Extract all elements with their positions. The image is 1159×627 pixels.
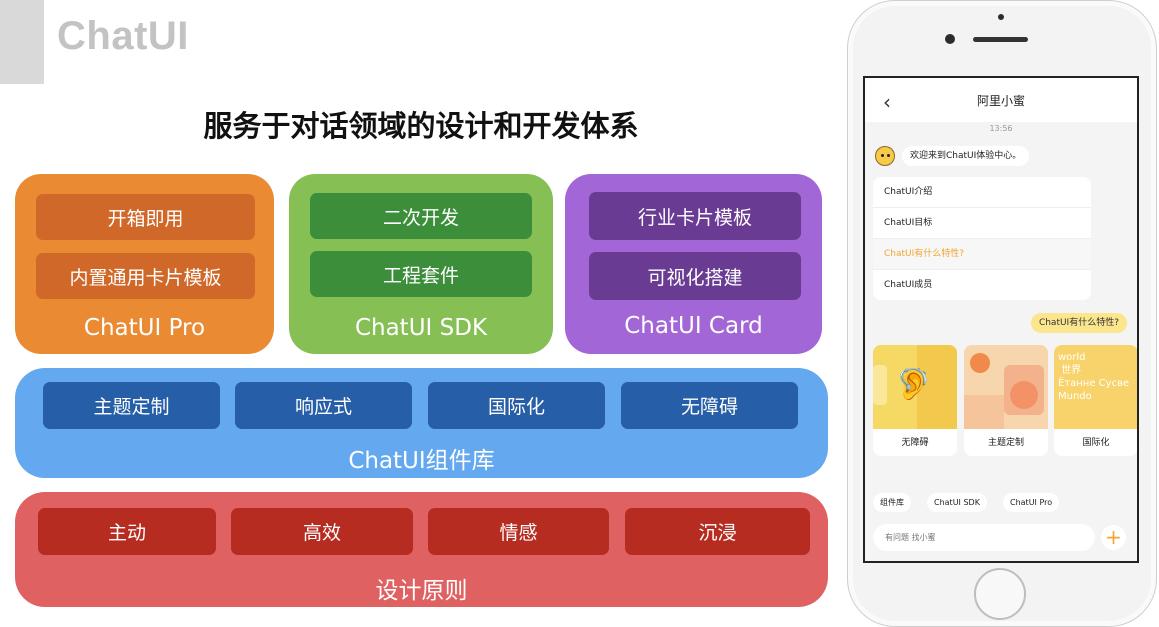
chip-card-2: 可视化搭建 bbox=[589, 252, 801, 300]
user-message: ChatUI有什么特性? bbox=[1031, 313, 1127, 333]
home-button[interactable] bbox=[974, 568, 1026, 620]
suggested-questions-list: ChatUI介绍 ChatUI目标 ChatUI有什么特性? ChatUI成员 bbox=[873, 177, 1091, 300]
brand-title: ChatUI bbox=[57, 14, 189, 59]
chip-proactive: 主动 bbox=[38, 508, 216, 555]
card-caption-theme: 主题定制 bbox=[964, 435, 1048, 448]
feature-card-a11y[interactable]: 🦻 无障碍 bbox=[873, 345, 957, 456]
panel-chatui-pro: 开箱即用 内置通用卡片模板 ChatUI Pro bbox=[15, 174, 274, 354]
card-caption-a11y: 无障碍 bbox=[873, 435, 957, 448]
front-camera-icon bbox=[998, 14, 1004, 20]
panel-label-sdk: ChatUI SDK bbox=[289, 315, 553, 341]
chip-responsive: 响应式 bbox=[235, 382, 412, 429]
panel-chatui-sdk: 二次开发 工程套件 ChatUI SDK bbox=[289, 174, 553, 354]
panel-label-library: ChatUI组件库 bbox=[15, 441, 828, 475]
card-image-theme bbox=[964, 345, 1048, 429]
question-item-features[interactable]: ChatUI有什么特性? bbox=[873, 239, 1091, 270]
message-input[interactable] bbox=[873, 524, 1095, 551]
panel-design-principles: 主动 高效 情感 沉浸 设计原则 bbox=[15, 492, 828, 607]
chip-immersive: 沉浸 bbox=[625, 508, 810, 555]
chip-emotional: 情感 bbox=[428, 508, 609, 555]
panel-component-library: 主题定制 响应式 国际化 无障碍 ChatUI组件库 bbox=[15, 368, 828, 478]
card-image-i18n: world 世界 Ётанне Сусве Mundo bbox=[1054, 345, 1138, 429]
panel-label-pro: ChatUI Pro bbox=[15, 315, 274, 341]
brand-accent-bar bbox=[0, 0, 44, 84]
message-timestamp: 13:56 bbox=[865, 124, 1137, 133]
chat-nav-bar: ‹ 阿里小蜜 bbox=[865, 78, 1137, 122]
card-theme-art bbox=[964, 345, 1048, 429]
question-item-members[interactable]: ChatUI成员 bbox=[873, 270, 1091, 300]
feature-card-theme[interactable]: 主题定制 bbox=[964, 345, 1048, 456]
plus-icon[interactable]: + bbox=[1101, 525, 1126, 550]
chip-sdk-1: 二次开发 bbox=[310, 193, 532, 239]
chip-card-1: 行业卡片模板 bbox=[589, 192, 801, 240]
chip-pro-2: 内置通用卡片模板 bbox=[36, 253, 255, 299]
question-item-goals[interactable]: ChatUI目标 bbox=[873, 208, 1091, 239]
feature-card-i18n[interactable]: world 世界 Ётанне Сусве Mundo 国际化 bbox=[1054, 345, 1138, 456]
phone-screen: ‹ 阿里小蜜 13:56 欢迎来到ChatUI体验中心。 ChatUI介绍 Ch… bbox=[863, 76, 1139, 563]
quick-reply-library[interactable]: 组件库 bbox=[873, 493, 911, 512]
card-image-words: world 世界 Ётанне Сусве Mundo bbox=[1058, 351, 1129, 403]
panel-label-principles: 设计原则 bbox=[15, 571, 828, 605]
bot-avatar bbox=[875, 146, 895, 166]
panel-label-card: ChatUI Card bbox=[565, 313, 822, 339]
chip-sdk-2: 工程套件 bbox=[310, 251, 532, 297]
quick-reply-sdk[interactable]: ChatUI SDK bbox=[927, 493, 987, 512]
chip-a11y: 无障碍 bbox=[621, 382, 798, 429]
chip-i18n: 国际化 bbox=[428, 382, 605, 429]
bot-welcome-message: 欢迎来到ChatUI体验中心。 bbox=[902, 146, 1029, 166]
panel-chatui-card: 行业卡片模板 可视化搭建 ChatUI Card bbox=[565, 174, 822, 354]
card-caption-i18n: 国际化 bbox=[1054, 435, 1138, 448]
ear-icon: 🦻 bbox=[895, 367, 932, 402]
main-title: 服务于对话领域的设计和开发体系 bbox=[0, 103, 842, 145]
earpiece-speaker bbox=[973, 37, 1028, 42]
chat-title: 阿里小蜜 bbox=[865, 92, 1137, 109]
chip-pro-1: 开箱即用 bbox=[36, 194, 255, 240]
sensor-icon bbox=[945, 34, 955, 44]
question-item-intro[interactable]: ChatUI介绍 bbox=[873, 177, 1091, 208]
chip-efficient: 高效 bbox=[231, 508, 413, 555]
quick-reply-pro[interactable]: ChatUI Pro bbox=[1003, 493, 1059, 512]
chip-theme: 主题定制 bbox=[43, 382, 220, 429]
card-image-a11y: 🦻 bbox=[873, 345, 957, 429]
